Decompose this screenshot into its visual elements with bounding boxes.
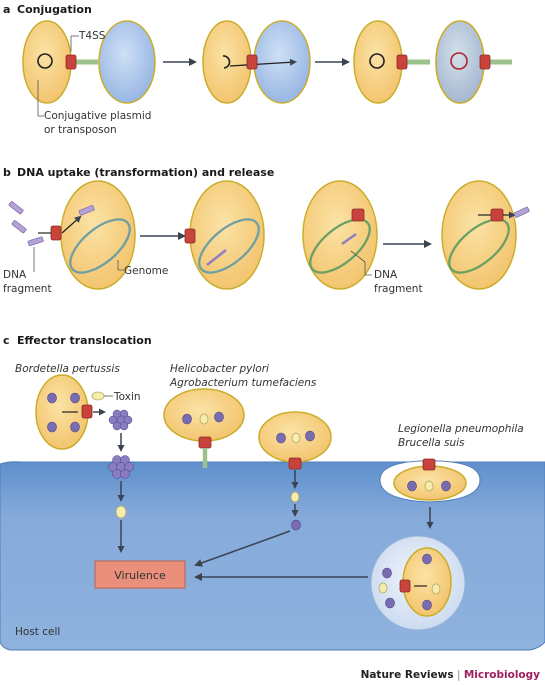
dna-fragments <box>8 201 44 272</box>
dna-fragment-label-right-2: fragment <box>374 283 423 295</box>
released-fragment <box>513 206 530 218</box>
toxin-catalytic <box>115 505 127 519</box>
conjugation-pair-2 <box>202 20 311 104</box>
t4ss-channel <box>351 208 365 222</box>
plasmid-circle <box>37 53 53 69</box>
toxin-at-membrane <box>108 455 134 479</box>
section-b-title: DNA uptake (transformation) and release <box>17 166 274 179</box>
toxin-label: Toxin <box>113 391 141 403</box>
toxin-molecule <box>91 391 105 401</box>
credit-journal: Nature Reviews <box>361 669 454 681</box>
donor-cell <box>202 20 252 104</box>
bordetella-label: Bordetella pertussis <box>15 363 120 375</box>
genome-label: Genome <box>124 265 168 277</box>
transferred-plasmid <box>450 52 468 70</box>
plasmid-rolling <box>222 55 231 69</box>
legionella-cell <box>379 458 481 503</box>
virulence-box <box>94 560 186 589</box>
genome-ring <box>198 218 260 274</box>
svg-text:Nature Reviews | Microbiology: Nature Reviews | Microbiology <box>361 669 541 681</box>
host-cell-label: Host cell <box>15 626 60 638</box>
helicobacter-cell <box>163 388 245 468</box>
plasmid-circle <box>369 53 385 69</box>
helicobacter-cell-2 <box>258 411 332 470</box>
t4ss-channel <box>288 457 302 470</box>
imported-fragment <box>78 205 95 216</box>
agrobacterium-label: Agrobacterium tumefaciens <box>169 377 317 389</box>
t4ss-channel <box>198 436 212 449</box>
effector-yellow <box>290 491 300 503</box>
brucella-label: Brucella suis <box>398 437 465 449</box>
plasmid-label-line2: or transposon <box>44 124 117 136</box>
arrow-effector-to-virulence <box>194 530 291 567</box>
intracellular-vacuole <box>370 535 466 631</box>
release-cell-2 <box>441 180 530 290</box>
section-b: b DNA uptake (transformation) and releas… <box>3 166 530 295</box>
transconjugant-cell <box>435 20 485 104</box>
donor-cell <box>353 20 403 104</box>
donor-cell <box>22 20 72 104</box>
transformation-cell-1 <box>38 180 136 290</box>
credit-subject: Microbiology <box>464 669 540 681</box>
t4ss-channel <box>479 54 491 70</box>
dna-fragment-label-left-2: fragment <box>3 283 52 295</box>
t4ss-channel <box>399 579 411 593</box>
dna-fragment-label-right-1: DNA <box>374 269 398 281</box>
genome-ring <box>448 218 510 274</box>
section-a-letter: a <box>3 3 10 16</box>
credit-line: Nature Reviews | Microbiology <box>361 669 541 681</box>
transfer-strand <box>229 58 297 67</box>
t4ss-channel <box>490 208 504 222</box>
t4ss-channel <box>396 54 408 70</box>
plasmid-leader <box>37 80 44 117</box>
helicobacter-label: Helicobacter pylori <box>170 363 269 375</box>
release-cell-1 <box>302 180 378 290</box>
section-c: c Effector translocation Bordetella pert… <box>0 334 545 651</box>
plasmid-label-line1: Conjugative plasmid <box>44 110 151 122</box>
section-c-letter: c <box>3 334 10 347</box>
excised-dna <box>341 232 357 246</box>
virulence-label: Virulence <box>114 569 166 582</box>
genome-ring <box>309 218 371 274</box>
section-a: a Conjugation T4SS Conjugative plasmid o… <box>3 3 512 136</box>
transformation-cell-2 <box>184 180 265 290</box>
conjugation-pair-1: T4SS Conjugative plasmid or transposon <box>22 20 156 136</box>
t4ss-channel <box>422 458 436 471</box>
t4ss-channel <box>246 54 258 70</box>
integrated-dna <box>206 249 227 266</box>
t4ss-channel <box>184 228 196 244</box>
t4ss-channel <box>65 54 77 70</box>
genome-ring <box>69 218 131 274</box>
conjugation-pair-3 <box>353 20 512 104</box>
section-c-title: Effector translocation <box>17 334 152 347</box>
recipient-cell <box>98 20 156 104</box>
legionella-label: Legionella pneumophila <box>398 423 524 435</box>
section-a-title: Conjugation <box>17 3 92 16</box>
t4ss-label: T4SS <box>78 30 106 42</box>
recipient-cell <box>253 20 311 104</box>
toxin-oligomer <box>108 409 133 431</box>
dna-fragment-label-left-1: DNA <box>3 269 27 281</box>
section-b-letter: b <box>3 166 11 179</box>
effector-purple <box>291 519 301 531</box>
t4ss-channel <box>50 225 62 241</box>
t4ss-channel <box>81 404 93 419</box>
credit-separator: | <box>454 669 464 681</box>
bordetella-cell: Toxin <box>35 374 141 450</box>
